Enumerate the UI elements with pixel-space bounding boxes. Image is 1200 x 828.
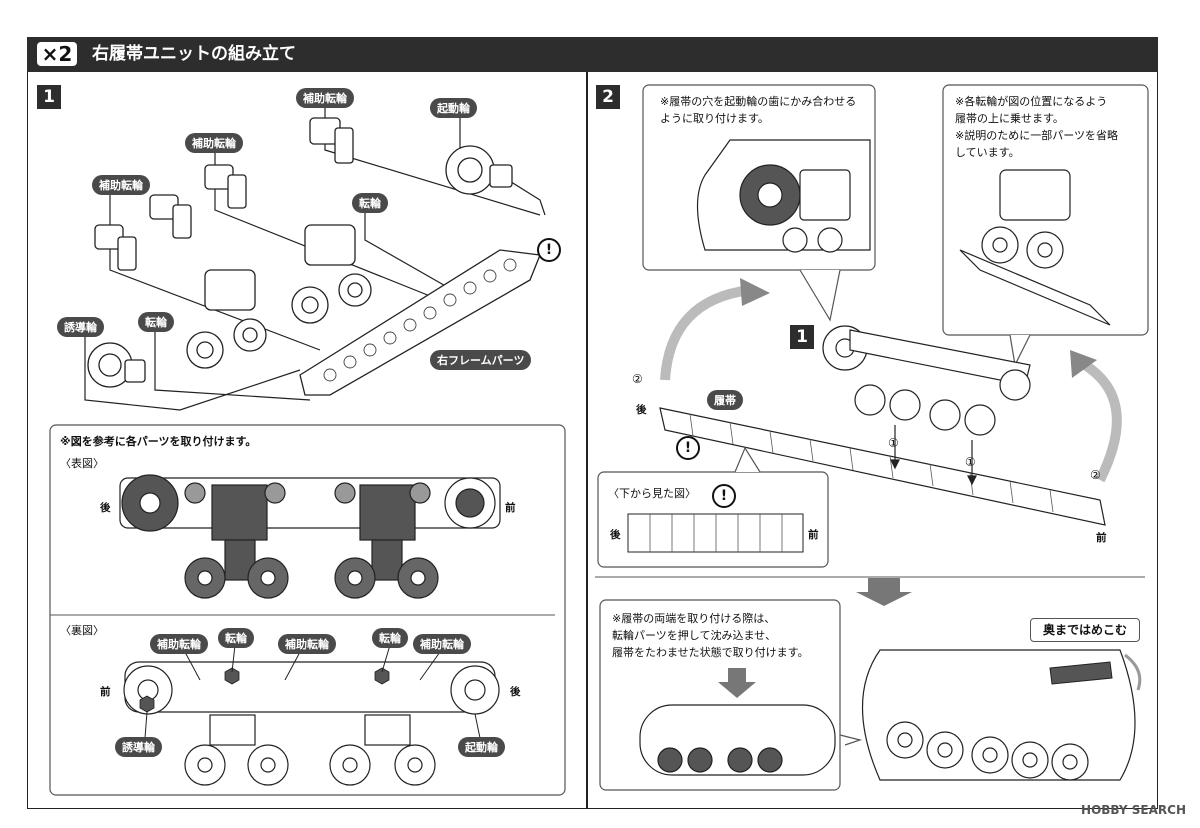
back-view-rear: 後 bbox=[510, 686, 521, 698]
lower-assembly-note: ※履帯の両端を取り付ける際は、 転輪パーツを押して沈み込ませ、 履帯をたわませた… bbox=[612, 612, 809, 659]
ref-panel-note: ※図を参考に各パーツを取り付けます。 bbox=[60, 435, 257, 448]
back-label-wheel-1: 転輪 bbox=[218, 628, 254, 648]
back-label-idler: 誘導輪 bbox=[115, 737, 162, 757]
arrow-1-right: ① bbox=[965, 455, 976, 469]
quantity-badge: ×2 bbox=[37, 42, 77, 66]
label-idler-wheel: 誘導輪 bbox=[57, 317, 104, 337]
track-warning-icon: ! bbox=[676, 436, 700, 460]
label-road-wheel-1: 転輪 bbox=[352, 193, 388, 213]
label-road-wheel-2: 転輪 bbox=[138, 312, 174, 332]
arrow-2-right: ② bbox=[1090, 468, 1101, 482]
arrow-2-left: ② bbox=[632, 372, 643, 386]
sub-step-1: 1 bbox=[790, 325, 814, 349]
step-1-number: 1 bbox=[37, 85, 61, 109]
step-2-number: 2 bbox=[596, 85, 620, 109]
label-aux-wheel-1: 補助転輪 bbox=[296, 88, 354, 108]
front-view-rear: 後 bbox=[100, 502, 111, 514]
step-divider bbox=[586, 72, 588, 809]
push-label-box: 奥まではめこむ bbox=[1030, 618, 1140, 642]
label-aux-wheel-3: 補助転輪 bbox=[92, 175, 150, 195]
header-bar bbox=[27, 37, 1158, 72]
back-label-wheel-2: 転輪 bbox=[372, 628, 408, 648]
label-drive-wheel: 起動輪 bbox=[430, 98, 477, 118]
callout-wheel-position-note: ※各転輪が図の位置になるよう 履帯の上に乗せます。 ※説明のために一部パーツを省… bbox=[955, 95, 1118, 159]
back-label-aux-3: 補助転輪 bbox=[413, 634, 471, 654]
back-view-title: 〈裏図〉 bbox=[60, 624, 104, 637]
bottom-view-warning-icon: ! bbox=[712, 484, 736, 508]
back-view-front: 前 bbox=[100, 686, 111, 698]
label-aux-wheel-2: 補助転輪 bbox=[185, 133, 243, 153]
label-right-frame: 右フレームパーツ bbox=[430, 350, 532, 370]
arrow-1-left: ① bbox=[888, 436, 899, 450]
back-label-drive: 起動輪 bbox=[458, 737, 505, 757]
bottom-view-title: 〈下から見た図〉 bbox=[608, 487, 696, 500]
front-view-title: 〈表図〉 bbox=[60, 457, 104, 470]
bottom-view-front: 前 bbox=[808, 529, 819, 541]
back-label-aux-1: 補助転輪 bbox=[150, 634, 208, 654]
watermark: HOBBY SEARCH bbox=[1081, 803, 1186, 817]
callout-drive-wheel-note: ※履帯の穴を起動輪の歯にかみ合わせる ように取り付けます。 bbox=[660, 95, 857, 125]
page-title: 右履帯ユニットの組み立て bbox=[92, 44, 296, 64]
bottom-view-rear: 後 bbox=[610, 529, 621, 541]
warning-icon: ! bbox=[537, 238, 561, 262]
back-label-aux-2: 補助転輪 bbox=[278, 634, 336, 654]
label-track: 履帯 bbox=[707, 390, 743, 410]
track-front: 前 bbox=[1096, 532, 1107, 544]
track-rear: 後 bbox=[636, 404, 647, 416]
front-view-front: 前 bbox=[505, 502, 516, 514]
push-label: 奥まではめこむ bbox=[1042, 623, 1127, 637]
